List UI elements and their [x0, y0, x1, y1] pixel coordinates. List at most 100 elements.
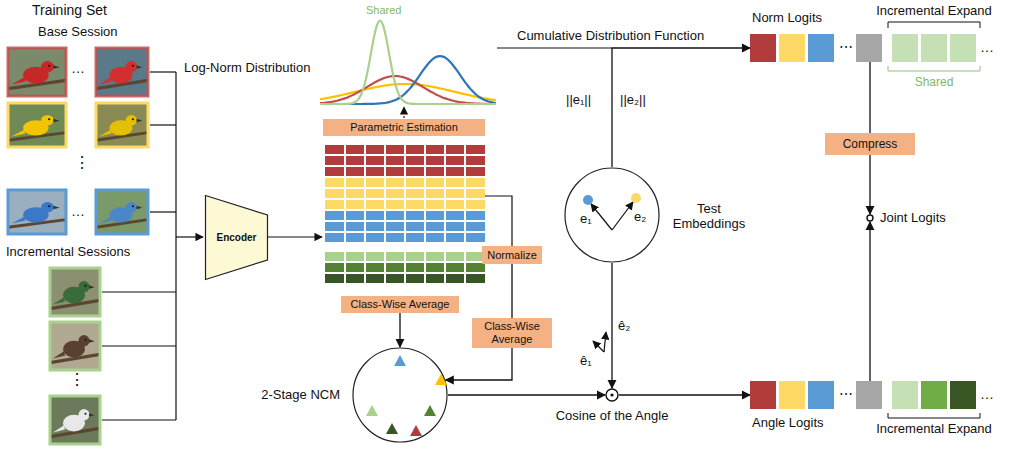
node-text: e₂ [634, 209, 646, 225]
bird-photo [50, 396, 100, 444]
bird-photo [8, 103, 66, 147]
bracket [888, 66, 980, 71]
logit-cell [808, 381, 834, 409]
node-text: Normalize [487, 249, 537, 262]
node-text: Class-Wise Average [351, 298, 450, 311]
input-wire [150, 211, 176, 212]
bird-photo [96, 190, 148, 234]
bird-photo [96, 48, 148, 96]
input-wire [102, 48, 612, 420]
label-text: ê₁ [580, 353, 592, 369]
node-text: Test Embeddings [668, 201, 750, 231]
junction-circle-outline [867, 215, 873, 221]
logit-cell [750, 381, 776, 409]
prototype-marker [366, 405, 378, 416]
bird-photo [8, 61, 66, 89]
connector [611, 263, 612, 388]
ncm-circle-outline [353, 348, 447, 442]
cell-gap [384, 143, 386, 290]
bird-photo [96, 115, 148, 140]
bird-photo [50, 409, 100, 437]
label-text: Base Session [38, 24, 118, 40]
node-text: Parametric Estimation [350, 121, 458, 134]
label-text: ||e₂|| [620, 92, 646, 108]
bird-photo [96, 190, 148, 234]
bird-photo [50, 396, 100, 444]
connector [399, 313, 400, 347]
bird-photo [8, 115, 66, 140]
cell-gap [464, 143, 466, 290]
node-text: Angle Logits [752, 415, 824, 431]
label-text: Incremental Sessions [6, 244, 130, 260]
label-text: Shared [366, 2, 401, 18]
node-text: Compress [843, 138, 898, 151]
label-text: Training Set [32, 2, 107, 18]
label-text: … [71, 60, 85, 76]
node-text: Encoder [216, 232, 256, 244]
bird-photo [50, 268, 100, 316]
node-text: Joint Logits [880, 210, 946, 226]
encoder-block-outline [206, 196, 268, 280]
process-box: Class-Wise Average [341, 296, 459, 313]
logit-cell [779, 34, 805, 62]
input-wire [102, 419, 176, 420]
embedding-matrix [325, 143, 485, 290]
prototype-marker [410, 425, 422, 436]
bird-photo [50, 268, 100, 316]
bird-photo [8, 103, 66, 147]
label-text: Incremental Expand [876, 421, 992, 437]
input-wire [175, 72, 176, 420]
label-text: ||e₁|| [566, 92, 591, 108]
prototype-marker [435, 374, 447, 385]
logit-cell [921, 34, 947, 62]
bird-photo [8, 190, 66, 234]
bird-photo [96, 48, 148, 96]
bird-photo [96, 103, 148, 147]
process-box: Compress [825, 133, 915, 155]
input-wire [497, 47, 612, 48]
bird-photo [8, 190, 66, 234]
label-text: ⋮ [69, 372, 85, 388]
connector [448, 394, 605, 395]
bird-photo [96, 103, 148, 147]
bird-photo [96, 61, 148, 89]
logit-cell [856, 381, 882, 409]
input-wire [604, 332, 606, 352]
logit-cell [892, 34, 918, 62]
node-text: Norm Logits [752, 10, 822, 26]
bird-photo [50, 335, 100, 363]
prototype-marker [424, 405, 436, 416]
cell-gap [364, 143, 366, 290]
connector [869, 155, 870, 214]
bird-photo [50, 322, 100, 370]
connector [511, 264, 512, 318]
embedding-circle-outline [565, 168, 659, 262]
logit-cell [950, 381, 976, 409]
node-text: ⋯ [837, 39, 855, 55]
logit-bar: Norm Logits⋯… [750, 34, 996, 62]
junction-circle-outline [866, 214, 874, 222]
logit-cell [808, 34, 834, 62]
ncm-circle: 2-Stage NCM [352, 347, 448, 443]
connector [446, 348, 512, 380]
cosine-operator-outline [605, 388, 619, 402]
encoder-block: Encoder [205, 195, 268, 280]
connector [869, 62, 870, 133]
edge-label: Cumulative Distribution Function [515, 28, 706, 44]
prototype-marker [386, 423, 398, 434]
bracket [888, 22, 980, 28]
input-wire [102, 345, 176, 346]
cosine-operator-outline [606, 389, 618, 401]
input-wire [176, 236, 203, 237]
distribution-curve [320, 56, 496, 104]
node-text: e₁ [580, 211, 592, 227]
cell-gap [424, 143, 426, 290]
label-text: ⋮ [74, 155, 90, 171]
connector [612, 48, 750, 167]
logit-bar-outline [750, 381, 996, 409]
embedding-point [583, 195, 593, 205]
bird-photo [50, 322, 100, 370]
ncm-circle-outline [352, 347, 448, 443]
logit-cell [779, 381, 805, 409]
